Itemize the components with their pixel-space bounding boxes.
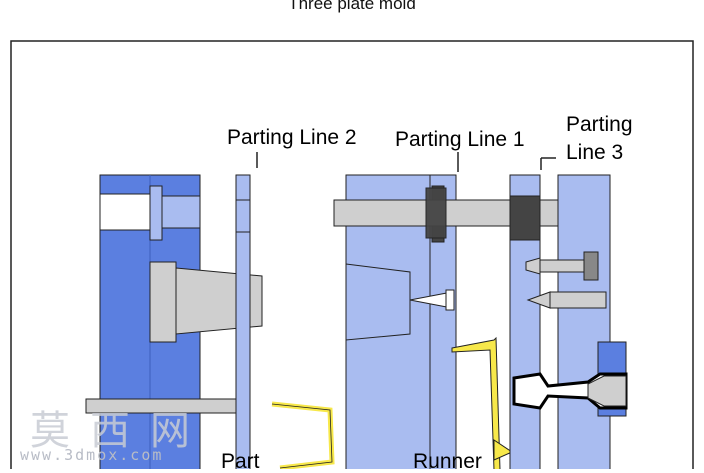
parting-line-1-label: Parting Line 1 xyxy=(395,128,525,151)
stripper-plate xyxy=(235,174,251,469)
part-label: Part xyxy=(221,450,260,473)
diagram-title: Three plate mold xyxy=(288,0,416,13)
core-bolt-bore xyxy=(99,193,151,231)
core-insert xyxy=(149,261,177,343)
cavity-pocket xyxy=(345,263,411,341)
parting-line-2-label: Parting Line 2 xyxy=(227,126,357,149)
molded-part xyxy=(271,401,335,469)
parting-line-3-label-b: Line 3 xyxy=(566,141,624,164)
top-clamp-plate xyxy=(557,174,611,469)
watermark-url: www.3dmox.com xyxy=(20,446,164,464)
puller-pin-2 xyxy=(549,291,607,309)
parting-line-3-label-a: Parting xyxy=(566,113,633,136)
core-bolt-head xyxy=(149,185,163,241)
watermark-chinese: 莫西网 xyxy=(30,408,210,454)
puller-pin-1 xyxy=(539,259,585,273)
runner-label: Runner xyxy=(413,450,482,473)
diagram-frame xyxy=(10,40,694,469)
